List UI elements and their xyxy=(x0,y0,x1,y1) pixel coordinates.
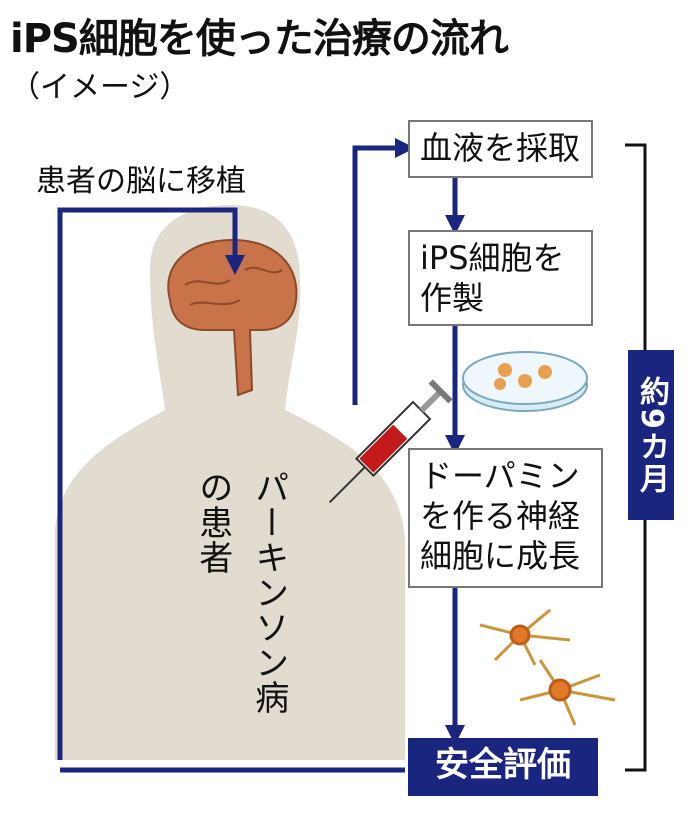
patient-label-b: の患者 xyxy=(192,470,233,575)
patient-label-a: パーキンソン病 xyxy=(248,470,289,715)
period-label: 約9カ月 xyxy=(628,350,674,520)
brain-shape xyxy=(167,238,298,397)
blood-draw-arrow xyxy=(352,138,415,405)
patient-body xyxy=(55,205,405,760)
step-neuron-differentiation: ドーパミン を作る神経 細胞に成長 xyxy=(408,448,603,588)
step-ips-creation: iPS細胞を 作製 xyxy=(408,230,593,326)
transplant-arrow xyxy=(57,207,245,760)
page-subtitle: （イメージ） xyxy=(10,70,190,105)
petri-dish-icon xyxy=(462,351,588,412)
step-safety-evaluation: 安全評価 xyxy=(408,738,598,796)
step-blood-sampling: 血液を採取 xyxy=(408,120,593,178)
neuron-icon xyxy=(479,608,616,726)
syringe-icon xyxy=(328,379,453,504)
transplant-label: 患者の脳に移植 xyxy=(36,164,246,199)
page-title: iPS細胞を使った治療の流れ xyxy=(10,16,509,62)
